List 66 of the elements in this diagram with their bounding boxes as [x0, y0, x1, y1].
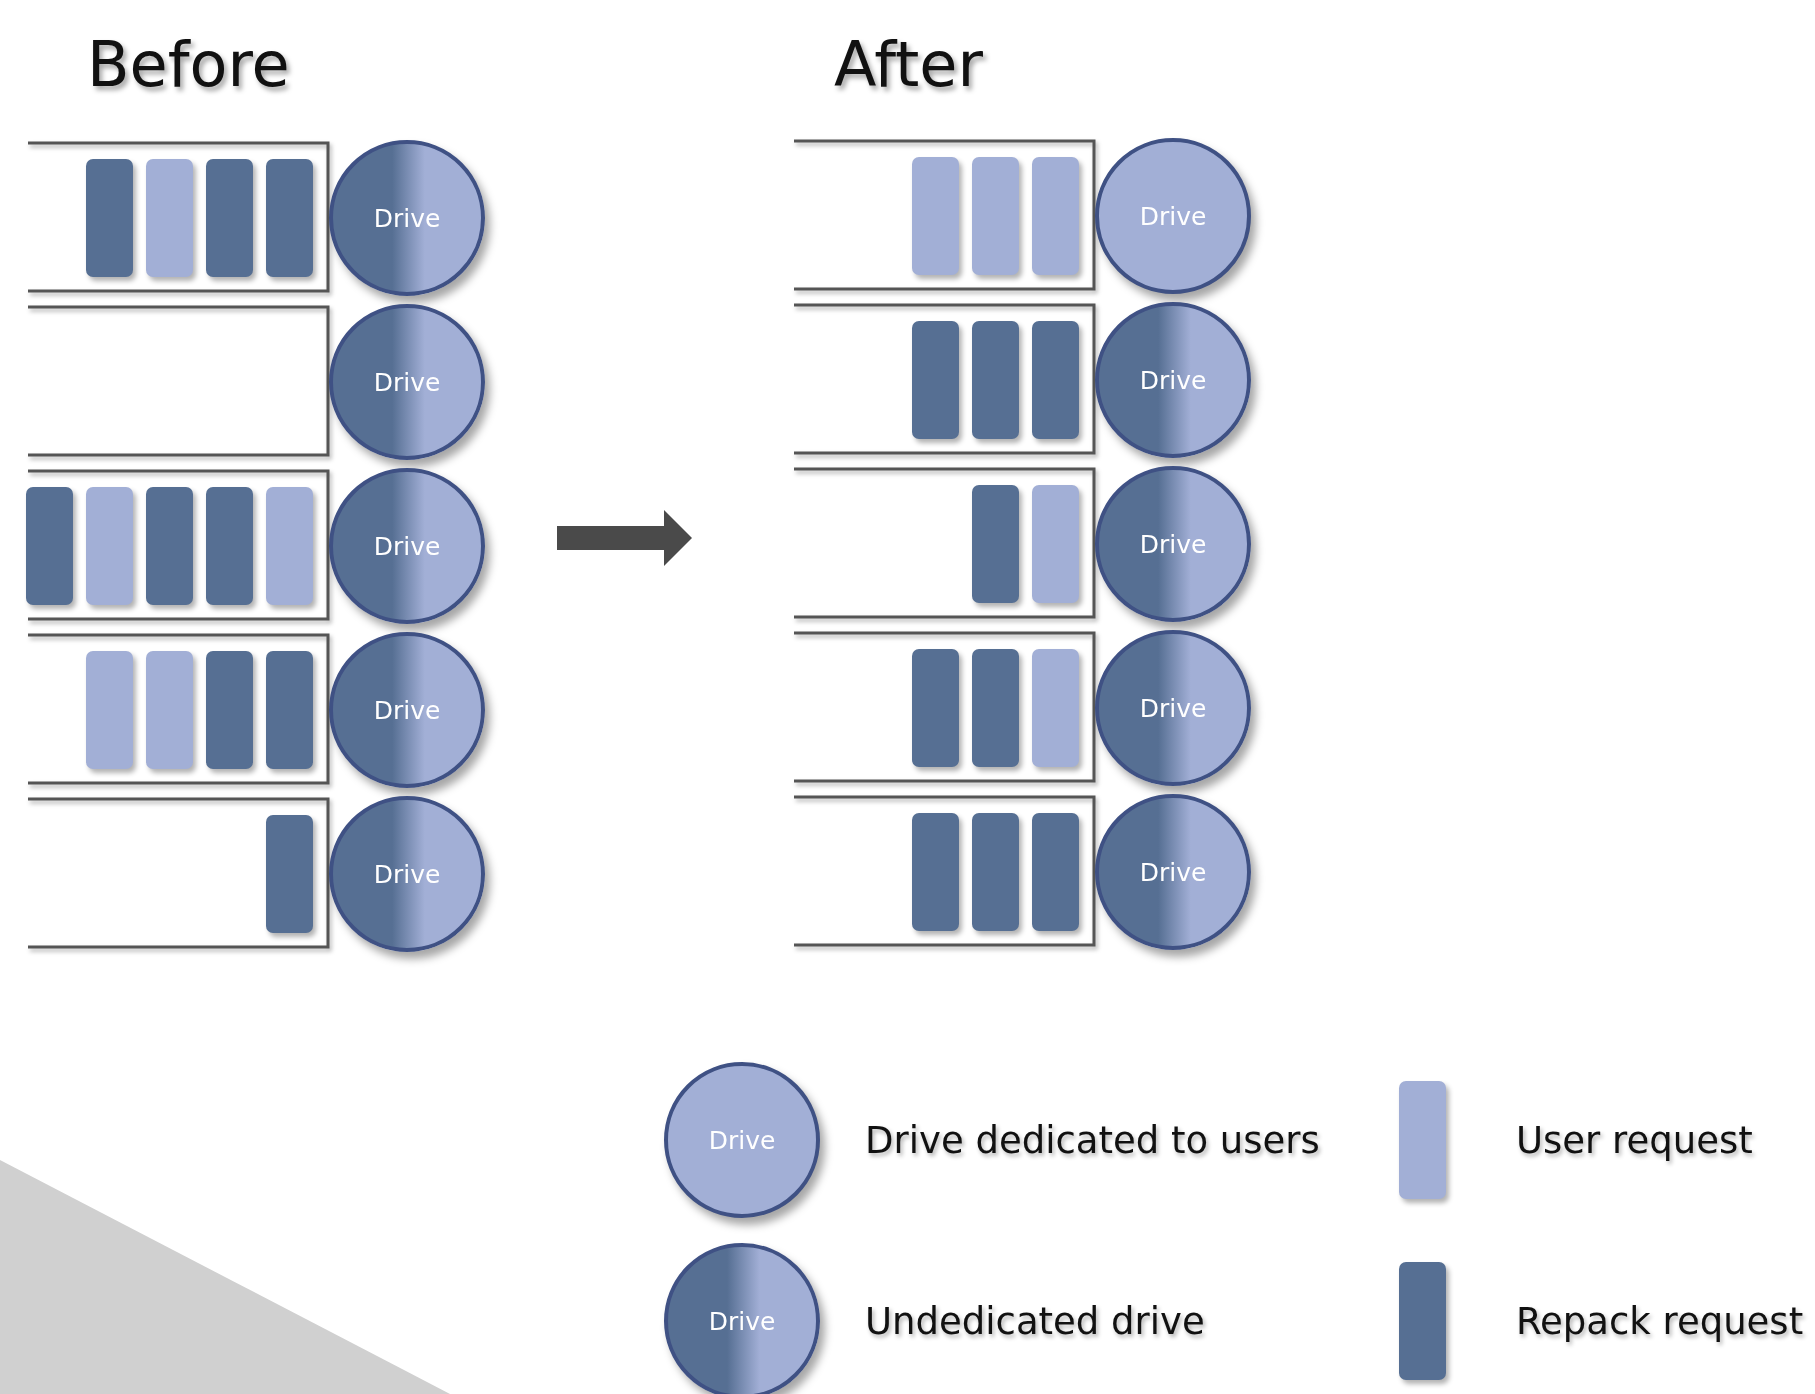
- undedicated-drive-circle: [1095, 630, 1251, 786]
- user-request-bar: [1032, 157, 1079, 275]
- user-request-bar: [912, 157, 959, 275]
- queue-box: [28, 633, 330, 785]
- drive-label: Drive: [373, 531, 441, 561]
- queue-box: [28, 469, 330, 621]
- drive-label: Drive: [1139, 857, 1207, 887]
- drive-label: Drive: [1139, 365, 1207, 395]
- repack-request-bar: [266, 651, 313, 769]
- user-request-bar: [1032, 485, 1079, 603]
- repack-request-bar: [266, 159, 313, 277]
- repack-request-bar: [86, 159, 133, 277]
- user-request-bar: [146, 159, 193, 277]
- queue-box: [794, 631, 1096, 783]
- legend-label: Repack request: [1516, 1299, 1804, 1343]
- queue-box: [28, 141, 330, 293]
- section-title: After: [834, 28, 983, 101]
- repack-request-bar: [972, 813, 1019, 931]
- queue-box: [794, 303, 1096, 455]
- repack-request-bar: [206, 487, 253, 605]
- queue-box: [794, 139, 1096, 291]
- user-request-bar: [266, 487, 313, 605]
- repack-request-bar: [1032, 813, 1079, 931]
- drive-label: Drive: [373, 367, 441, 397]
- repack-request-bar: [26, 487, 73, 605]
- user-request-bar: [86, 651, 133, 769]
- drive-label: Drive: [373, 695, 441, 725]
- drive-label: Drive: [373, 859, 441, 889]
- undedicated-drive-circle: [329, 140, 485, 296]
- user-request-bar: [1032, 649, 1079, 767]
- drive-label: Drive: [708, 1125, 776, 1155]
- repack-request-bar: [146, 487, 193, 605]
- legend-label: Drive dedicated to users: [865, 1118, 1320, 1162]
- undedicated-drive-circle: [1095, 302, 1251, 458]
- legend-label: User request: [1516, 1118, 1753, 1162]
- repack-request-bar: [266, 815, 313, 933]
- queue-box: [28, 797, 330, 949]
- drive-label: Drive: [1139, 693, 1207, 723]
- queue-box: [794, 467, 1096, 619]
- legend-label: Undedicated drive: [865, 1299, 1205, 1343]
- repack-request-bar: [206, 159, 253, 277]
- undedicated-drive-circle: [1095, 466, 1251, 622]
- undedicated-drive-circle: [329, 796, 485, 952]
- user-request-bar: [86, 487, 133, 605]
- repack-request-bar: [972, 321, 1019, 439]
- repack-request-bar: [912, 649, 959, 767]
- repack-request-bar: [1032, 321, 1079, 439]
- section-title: Before: [87, 28, 290, 101]
- user-request-bar: [146, 651, 193, 769]
- undedicated-drive-circle: [329, 632, 485, 788]
- undedicated-drive-circle: [329, 468, 485, 624]
- queue-box: [794, 795, 1096, 947]
- repack-request-bar: [206, 651, 253, 769]
- repack-request-bar: [912, 321, 959, 439]
- drive-label: Drive: [1139, 529, 1207, 559]
- undedicated-drive-circle: [329, 304, 485, 460]
- queue-box: [28, 305, 330, 457]
- user-request-bar: [972, 157, 1019, 275]
- undedicated-drive-circle: [1095, 794, 1251, 950]
- repack-request-bar: [912, 813, 959, 931]
- drive-label: Drive: [373, 203, 441, 233]
- repack-request-bar: [972, 485, 1019, 603]
- dedicated-drive-circle: [1095, 138, 1251, 294]
- drive-label: Drive: [1139, 201, 1207, 231]
- drive-label: Drive: [708, 1306, 776, 1336]
- repack-request-bar: [972, 649, 1019, 767]
